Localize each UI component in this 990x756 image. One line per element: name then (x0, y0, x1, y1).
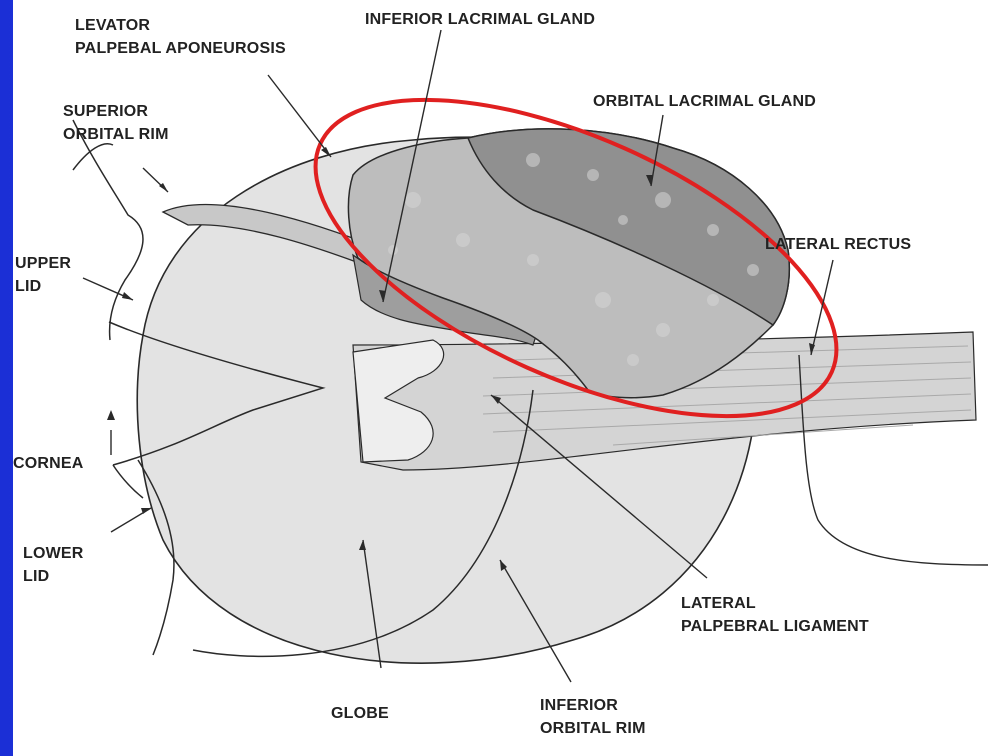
upper-lid-curve (73, 120, 143, 340)
cornea-curve (113, 465, 143, 498)
label-lateral-palpebral-ligament: LATERAL PALPEBRAL LIGAMENT (681, 592, 869, 638)
label-superior-orbital-rim: SUPERIOR ORBITAL RIM (63, 100, 169, 146)
label-inferior-orbital-rim: INFERIOR ORBITAL RIM (540, 694, 646, 740)
label-cornea: CORNEA (13, 452, 84, 475)
label-inferior-lacrimal-gland: INFERIOR LACRIMAL GLAND (365, 8, 595, 31)
leader-levator (268, 75, 331, 157)
label-globe: GLOBE (331, 702, 389, 725)
label-lower-lid: LOWER LID (23, 542, 84, 588)
label-levator: LEVATOR PALPEBAL APONEUROSIS (75, 14, 286, 60)
arrowhead-upper-lid (122, 292, 133, 300)
label-orbital-lacrimal-gland: ORBITAL LACRIMAL GLAND (593, 90, 816, 113)
label-upper-lid: UPPER LID (15, 252, 71, 298)
arrowhead-cornea (107, 410, 115, 420)
diagram-panel: LEVATOR PALPEBAL APONEUROSIS INFERIOR LA… (13, 0, 990, 756)
label-lateral-rectus: LATERAL RECTUS (765, 233, 911, 256)
